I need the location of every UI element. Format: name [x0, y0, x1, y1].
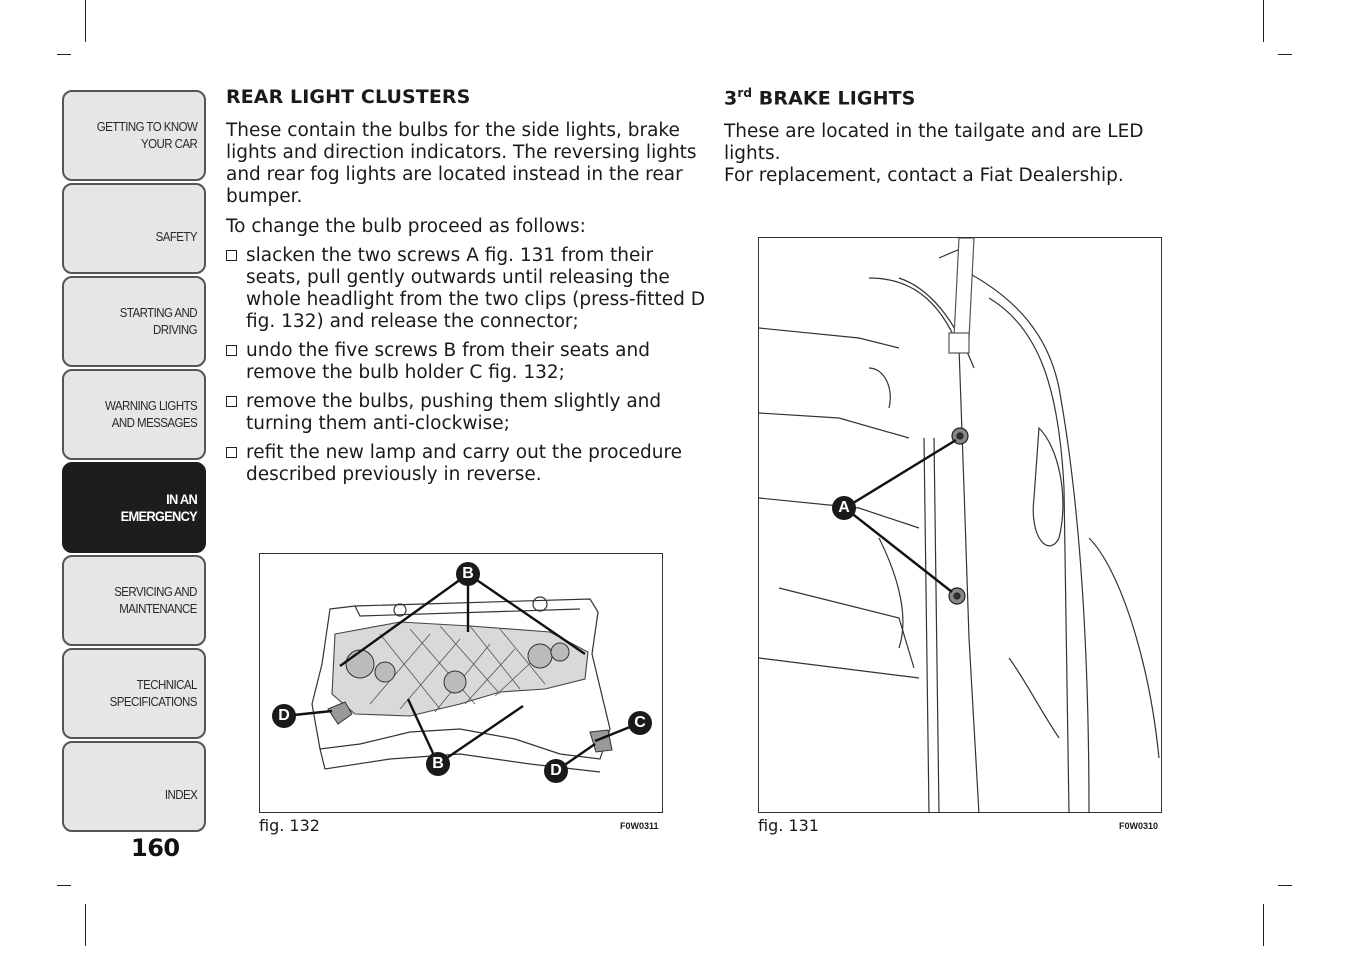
left-column: REAR LIGHT CLUSTERS These contain the bu… [226, 86, 706, 486]
crop-mark [57, 54, 71, 55]
crop-mark [57, 885, 71, 886]
tab-label: TECHNICAL SPECIFICATIONS [109, 678, 198, 709]
tab-label: WARNING LIGHTS AND MESSAGES [104, 399, 198, 430]
list-item: undo the five screws B from their seats … [226, 340, 706, 384]
tab-warning-lights[interactable]: WARNING LIGHTS AND MESSAGES [62, 369, 206, 460]
crop-mark [85, 904, 86, 946]
list-item: refit the new lamp and carry out the pro… [226, 442, 706, 486]
section-heading: REAR LIGHT CLUSTERS [226, 86, 471, 108]
tab-technical-specs[interactable]: TECHNICAL SPECIFICATIONS [62, 648, 206, 739]
tab-label: GETTING TO KNOW YOUR CAR [96, 120, 197, 151]
tab-label: SAFETY [155, 230, 198, 244]
figure-code: F0W0310 [1119, 821, 1159, 831]
checkbox-bullet-icon [226, 250, 237, 261]
crop-mark [85, 0, 86, 42]
callout-d-right: D [544, 759, 568, 783]
intro-paragraph: These contain the bulbs for the side lig… [226, 120, 697, 207]
body-paragraph: These are located in the tailgate and ar… [724, 121, 1144, 187]
crop-mark [1263, 904, 1264, 946]
tab-servicing[interactable]: SERVICING AND MAINTENANCE [62, 555, 206, 646]
list-item: slacken the two screws A fig. 131 from t… [226, 245, 706, 333]
figure-caption: fig. 132 [259, 816, 320, 835]
figure-132: B D C B D [259, 553, 663, 813]
crop-mark [1278, 885, 1292, 886]
tab-label: INDEX [164, 788, 198, 802]
callout-d-left: D [272, 704, 296, 728]
lead-paragraph: To change the bulb proceed as follows: [226, 216, 586, 237]
tab-label: STARTING AND DRIVING [119, 306, 198, 337]
tab-index[interactable]: INDEX [62, 741, 206, 832]
list-item: remove the bulbs, pushing them slightly … [226, 391, 706, 435]
tab-starting-driving[interactable]: STARTING AND DRIVING [62, 276, 206, 367]
checkbox-bullet-icon [226, 396, 237, 407]
figure-131: A [758, 237, 1162, 813]
tab-emergency[interactable]: IN AN EMERGENCY [62, 462, 206, 553]
callout-b-bottom: B [426, 752, 450, 776]
callout-a: A [832, 496, 856, 520]
right-column: 3rd BRAKE LIGHTS These are located in th… [724, 86, 1204, 187]
callout-b-top: B [456, 562, 480, 586]
checkbox-bullet-icon [226, 345, 237, 356]
section-heading: 3rd BRAKE LIGHTS [724, 86, 916, 110]
rear-light-cluster-illustration [283, 573, 641, 773]
crop-mark [1263, 0, 1264, 42]
figure-code: F0W0311 [620, 821, 659, 831]
callout-c: C [628, 711, 652, 735]
crop-mark [1278, 54, 1292, 55]
page-number: 160 [131, 834, 180, 862]
figure-caption: fig. 131 [758, 816, 819, 835]
checkbox-bullet-icon [226, 447, 237, 458]
tab-label: SERVICING AND MAINTENANCE [114, 585, 197, 616]
tailgate-illustration [759, 238, 1160, 812]
steps-list: slacken the two screws A fig. 131 from t… [226, 245, 706, 486]
tab-getting-to-know[interactable]: GETTING TO KNOW YOUR CAR [62, 90, 206, 181]
tab-safety[interactable]: SAFETY [62, 183, 206, 274]
tab-label: IN AN EMERGENCY [120, 491, 198, 524]
